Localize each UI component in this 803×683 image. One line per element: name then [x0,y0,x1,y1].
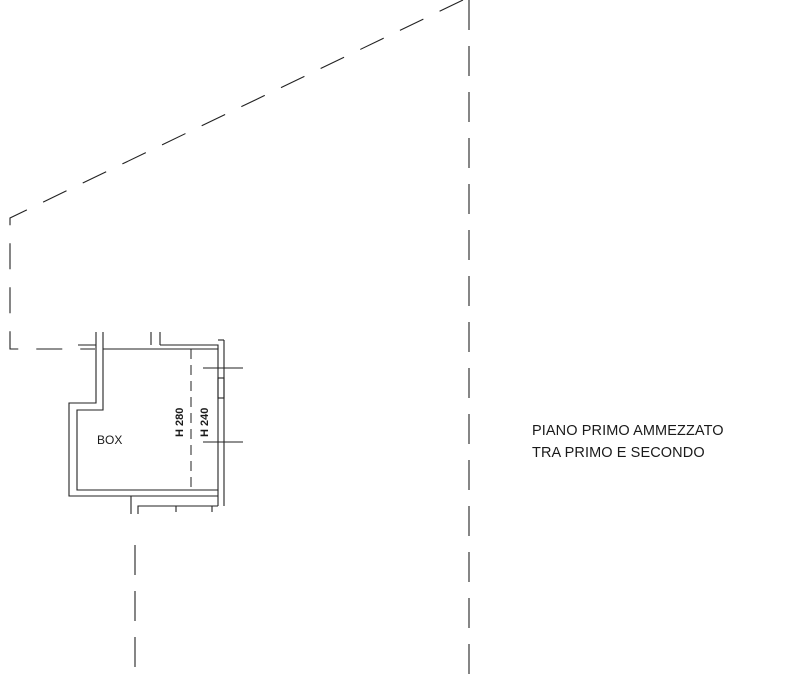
projected-roof-line [9,0,464,350]
right-wall-opening [217,377,225,399]
box-outer-wall [68,332,132,514]
height-label-240: H 240 [199,408,211,437]
floor-title-line-1: PIANO PRIMO AMMEZZATO [532,423,724,439]
room-label-box: BOX [97,433,122,447]
height-label-280: H 280 [174,408,186,437]
floor-title-line-2: TRA PRIMO E SECONDO [532,445,705,461]
box-walls [68,332,243,514]
bottom-wall-2 [137,505,218,514]
top-wall-stub-4 [160,344,219,349]
floor-title: PIANO PRIMO AMMEZZATO TRA PRIMO E SECOND… [532,420,724,464]
projected-outline [9,0,464,350]
box-inner-wall [76,348,219,491]
